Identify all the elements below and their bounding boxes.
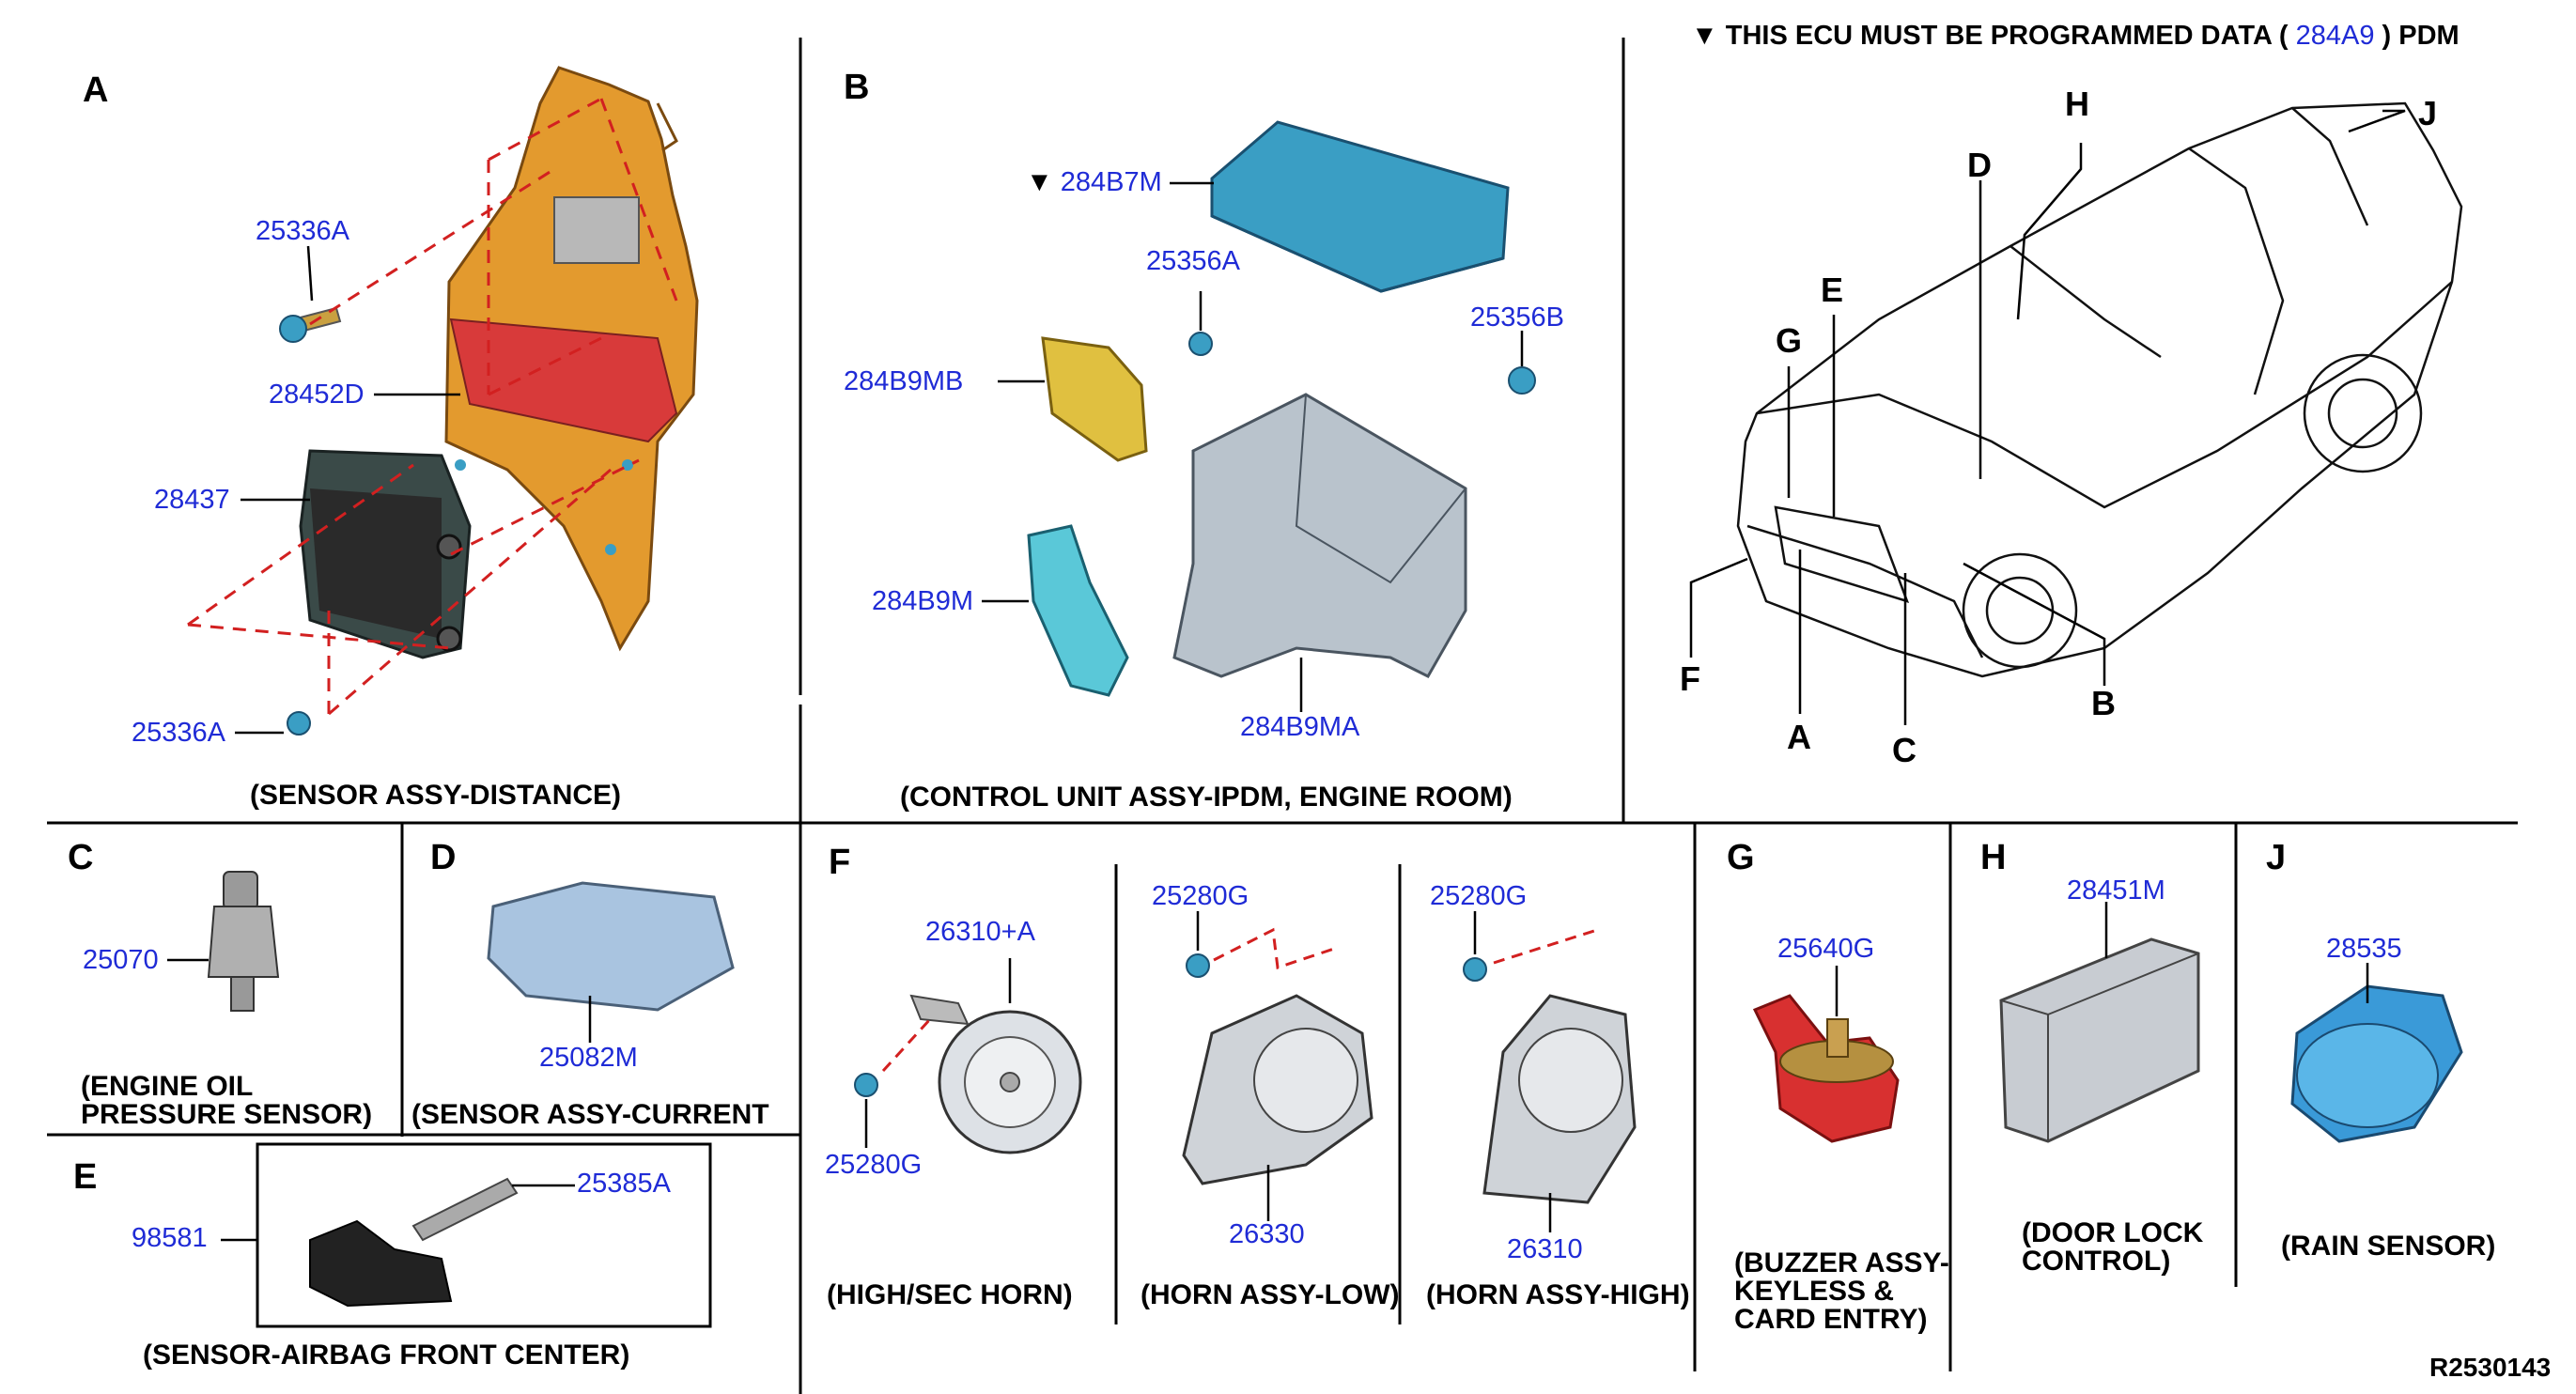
part-label-25385a: 25385A	[577, 1169, 671, 1199]
radar-sensor-unit	[299, 449, 472, 659]
part-label-25336a-bottom: 25336A	[132, 718, 225, 748]
section-letter-c: C	[68, 838, 94, 877]
ipdm-housing-b9ma	[1172, 393, 1467, 678]
part-label-284b9mb: 284B9MB	[844, 366, 964, 396]
caption-high-sec-horn: (HIGH/SEC HORN)	[827, 1279, 1073, 1310]
caption-buzzer-line3: CARD ENTRY)	[1734, 1304, 1928, 1335]
keyless-buzzer	[1752, 966, 1900, 1143]
car-label-d: D	[1967, 146, 1992, 184]
section-letter-a: A	[83, 70, 109, 110]
part-label-28535: 28535	[2326, 934, 2402, 964]
distance-sensor-bracket	[444, 66, 699, 652]
car-label-e: E	[1821, 271, 1844, 309]
part-label-26330: 26330	[1229, 1219, 1305, 1249]
caption-oil-pressure-line2: PRESSURE SENSOR)	[81, 1099, 373, 1130]
part-label-28451m: 28451M	[2067, 875, 2165, 906]
car-label-b: B	[2091, 684, 2116, 722]
car-label-c: C	[1892, 731, 1916, 769]
airbag-sensor	[221, 1177, 575, 1308]
caption-horn-low: (HORN ASSY-LOW)	[1141, 1279, 1400, 1310]
programming-marker: ▼	[1026, 167, 1053, 197]
part-label-25280g-low: 25280G	[1152, 881, 1249, 911]
horn-high	[1463, 911, 1637, 1232]
current-sensor	[487, 881, 735, 1043]
leader-lines-a	[235, 245, 460, 735]
section-letter-d: D	[430, 838, 457, 877]
section-letter-j: J	[2266, 838, 2287, 877]
ipdm-bracket-b9m	[1027, 524, 1129, 697]
airbag-sensor-box	[256, 1142, 712, 1328]
part-label-25640g: 25640G	[1777, 934, 1875, 964]
vehicle-outline	[1736, 101, 2463, 678]
header-text-after: ) PDM	[2382, 21, 2460, 51]
caption-horn-high: (HORN ASSY-HIGH)	[1426, 1279, 1690, 1310]
caption-current-sensor: (SENSOR ASSY-CURRENT	[411, 1099, 769, 1130]
grid-lines	[47, 38, 2518, 1394]
caption-buzzer-line1: (BUZZER ASSY-	[1734, 1247, 1949, 1278]
oil-pressure-sensor	[167, 871, 280, 1012]
header-note: ▼ THIS ECU MUST BE PROGRAMMED DATA ( 284…	[1691, 21, 2460, 52]
section-letter-b: B	[844, 68, 870, 107]
part-label-25070: 25070	[83, 945, 159, 975]
part-label-25280g-sec: 25280G	[825, 1150, 923, 1180]
ipdm-control-unit	[1210, 120, 1510, 293]
car-label-f: F	[1680, 659, 1700, 698]
part-label-25280g-high: 25280G	[1430, 881, 1528, 911]
part-label-28437: 28437	[154, 485, 230, 515]
header-marker: ▼	[1691, 21, 1718, 51]
car-label-h: H	[2065, 85, 2089, 123]
caption-sensor-assy-distance: (SENSOR ASSY-DISTANCE)	[250, 780, 622, 811]
caption-ipdm: (CONTROL UNIT ASSY-IPDM, ENGINE ROOM)	[900, 782, 1513, 813]
caption-door-lock-line2: CONTROL)	[2022, 1246, 2171, 1277]
horn-low	[1182, 911, 1373, 1221]
caption-oil-pressure-line1: (ENGINE OIL	[81, 1071, 254, 1102]
part-label-25336a-top: 25336A	[256, 216, 349, 246]
part-label-28452d: 28452D	[269, 379, 365, 410]
ipdm-bracket-b9mb	[1041, 336, 1148, 462]
vehicle-leader-lines	[1689, 109, 2406, 725]
clips-b	[1188, 332, 1536, 395]
caption-airbag-sensor: (SENSOR-AIRBAG FRONT CENTER)	[143, 1340, 630, 1371]
dashed-leaders-a	[187, 97, 678, 716]
part-label-284b9ma: 284B9MA	[1240, 712, 1360, 742]
section-letter-e: E	[73, 1157, 98, 1197]
rain-sensor	[2290, 963, 2463, 1143]
part-label-284b9m: 284B9M	[872, 586, 974, 616]
leader-lines-b	[982, 181, 1524, 712]
part-label-25082m: 25082M	[539, 1043, 638, 1073]
section-letter-h: H	[1980, 838, 2007, 877]
door-lock-control-unit	[1999, 902, 2200, 1143]
header-text-before: THIS ECU MUST BE PROGRAMMED DATA (	[1725, 21, 2289, 51]
part-label-26310: 26310	[1507, 1234, 1583, 1264]
caption-buzzer-line2: KEYLESS &	[1734, 1276, 1895, 1307]
car-label-j: J	[2418, 94, 2438, 132]
horn-high-sec	[854, 958, 1082, 1154]
part-label-26310-a: 26310+A	[925, 917, 1035, 947]
car-label-a: A	[1787, 718, 1811, 756]
part-label-25356a: 25356A	[1146, 246, 1240, 276]
car-label-g: G	[1776, 321, 1803, 360]
section-letter-g: G	[1727, 838, 1755, 877]
part-label-98581: 98581	[132, 1223, 208, 1253]
part-label-25356b: 25356B	[1470, 302, 1564, 333]
caption-door-lock-line1: (DOOR LOCK	[2022, 1217, 2204, 1248]
caption-rain-sensor: (RAIN SENSOR)	[2281, 1231, 2496, 1262]
diagram-reference-number: R2530143	[2429, 1353, 2552, 1382]
header-part-number: 284A9	[2295, 21, 2375, 51]
part-label-284b7m: ▼ 284B7M	[1026, 167, 1162, 197]
section-letter-f: F	[829, 843, 851, 882]
